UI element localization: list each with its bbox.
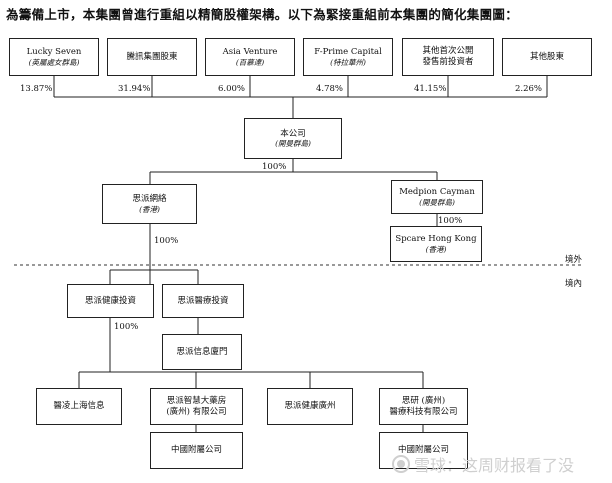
shareholder-name: 其他首次公開 <box>422 46 474 57</box>
shareholder-box: 騰訊集團股東 <box>107 38 197 76</box>
company-jurisdiction: (開曼群島) <box>275 139 311 149</box>
shareholding-percent: 6.00% <box>218 84 246 94</box>
watermark: 雪球：这周财报看了没 <box>392 452 574 476</box>
shareholding-percent: 31.94% <box>118 84 151 94</box>
shareholding-percent: 2.26% <box>515 84 543 94</box>
shareholder-name: 其他股東 <box>529 51 564 62</box>
page-title: 為籌備上市，本集團曾進行重組以精簡股權架構。以下為緊接重組前本集團的簡化集團圖： <box>6 7 519 22</box>
subsidiary-percent: 100% <box>438 216 463 226</box>
subsidiary-box: 思研 (廣州) 醫療科技有限公司 <box>379 388 468 425</box>
subsidiary-name: 思派信息廈門 <box>176 346 228 357</box>
snowball-logo-icon <box>392 455 410 473</box>
shareholder-box: Asia Venture (百慕達) <box>205 38 295 76</box>
company-percent: 100% <box>262 162 287 172</box>
china-affiliate-name: 中國附屬公司 <box>397 445 449 456</box>
shareholder-box: F-Prime Capital (特拉華州) <box>303 38 393 76</box>
subsidiary-box: 醫凌上海信息 <box>36 388 122 425</box>
subsidiary-name: 醫凌上海信息 <box>53 401 105 412</box>
subsidiary-jurisdiction: (開曼群島) <box>419 197 455 207</box>
subsidiary-box: Spcare Hong Kong (香港) <box>390 226 482 262</box>
shareholder-name: 騰訊集團股東 <box>126 51 178 62</box>
subsidiary-name: Spcare Hong Kong <box>395 234 477 244</box>
offshore-label: 境外 <box>565 255 583 265</box>
shareholder-jurisdiction: (特拉華州) <box>330 57 366 67</box>
shareholder-box: 其他首次公開 發售前投資者 <box>402 38 494 76</box>
company-name: 本公司 <box>280 128 306 139</box>
subsidiary-box: 思派信息廈門 <box>162 334 242 370</box>
subsidiary-percent: 100% <box>154 236 179 246</box>
china-affiliate-name: 中國附屬公司 <box>170 445 222 456</box>
shareholding-percent: 41.15% <box>414 84 447 94</box>
shareholder-box: Lucky Seven (英屬處女群島) <box>9 38 99 76</box>
subsidiary-name: Medpion Cayman <box>399 187 475 197</box>
shareholder-name-line2: 發售前投資者 <box>422 57 474 67</box>
subsidiary-name-line2: (廣州) 有限公司 <box>166 406 227 417</box>
subsidiary-jurisdiction: (香港) <box>139 204 160 214</box>
subsidiary-percent: 100% <box>114 322 139 332</box>
watermark-text: 雪球：这周财报看了没 <box>414 456 575 475</box>
shareholder-name: Lucky Seven <box>26 47 82 57</box>
subsidiary-box: 思派網絡 (香港) <box>102 184 197 224</box>
subsidiary-box: 思派智慧大藥房 (廣州) 有限公司 <box>150 388 243 425</box>
shareholder-box: 其他股東 <box>502 38 592 76</box>
subsidiary-name: 思派健康廣州 <box>284 401 336 412</box>
shareholder-name: F-Prime Capital <box>314 47 382 57</box>
shareholding-percent: 4.78% <box>316 84 344 94</box>
shareholder-jurisdiction: (百慕達) <box>235 57 265 67</box>
company-box: 本公司 (開曼群島) <box>244 118 342 159</box>
subsidiary-box: 思派醫療投資 <box>162 284 244 318</box>
subsidiary-name: 思派智慧大藥房 <box>166 395 227 406</box>
shareholder-jurisdiction: (英屬處女群島) <box>28 57 80 67</box>
subsidiary-name: 思研 (廣州) <box>401 395 446 406</box>
subsidiary-name: 思派醫療投資 <box>177 295 229 306</box>
shareholding-percent: 13.87% <box>20 84 53 94</box>
onshore-label: 境內 <box>565 279 583 289</box>
china-affiliate-box: 中國附屬公司 <box>150 432 243 469</box>
subsidiary-name: 思派網絡 <box>132 194 167 204</box>
subsidiary-box: 思派健康廣州 <box>267 388 353 425</box>
subsidiary-name-line2: 醫療科技有限公司 <box>389 406 458 417</box>
subsidiary-box: Medpion Cayman (開曼群島) <box>391 180 483 214</box>
subsidiary-name: 思派健康投資 <box>84 295 136 306</box>
shareholder-name: Asia Venture <box>222 47 278 57</box>
subsidiary-jurisdiction: (香港) <box>425 244 447 254</box>
subsidiary-box: 思派健康投資 <box>67 284 154 318</box>
